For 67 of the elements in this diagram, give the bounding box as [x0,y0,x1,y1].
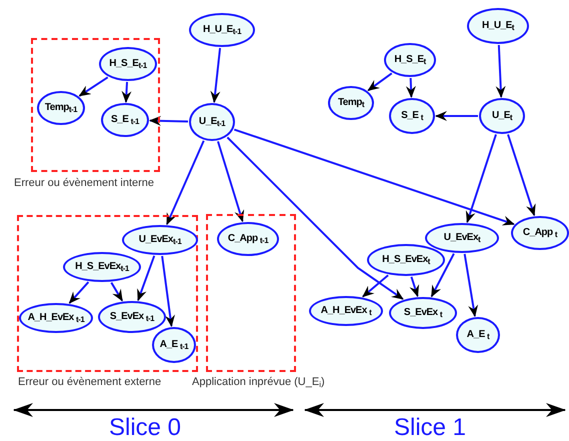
ellipse-node [98,301,166,333]
arrow [110,282,124,302]
arrow [122,82,132,103]
arrow [435,111,478,121]
node-label: H_U_E$_{t-1}$ [202,25,242,35]
arrow [362,274,389,298]
node-label: S_E $_{t}$ [401,111,423,121]
arrow [137,255,156,302]
ellipse-node [19,303,93,333]
group-caption: Erreur ou évènement interne [14,178,154,189]
ellipse-node [511,216,569,250]
node-label: H_S_E$_{t}$ [394,55,426,65]
slice-label: Slice 0 [108,416,182,440]
ellipse-node [152,327,196,363]
ellipse-node [456,317,500,353]
group-caption: Application inprévue (U_E$_{i}$) [192,377,325,388]
node-label: S_E $_{t-1}$ [111,115,139,125]
ellipse-node [389,297,457,329]
node-label: U_EvEx$_{t-1}$ [138,235,182,245]
node-label: U_E$_{t-1}$ [198,117,226,127]
node-label: U_E$_{t}$ [492,111,512,121]
arrow [78,76,108,97]
node-label: U_EvEx$_{t}$ [444,233,480,243]
group-caption: Erreur ou évènement externe [18,377,162,388]
ellipse-node [189,103,235,141]
arrow [507,134,536,216]
arrow [149,116,188,126]
arrow [161,256,175,328]
node-label: S_EvEx $_{t-1}$ [110,312,154,322]
arrow [410,276,420,298]
slice-label: Slice 1 [394,416,466,440]
arrow [430,253,455,298]
ellipse-node [99,47,157,81]
node-label: C_App $_{t}$ [522,228,558,238]
arrow [496,44,506,98]
node-label: H_S_EvEx$_{t-1}$ [75,262,129,272]
node-label: A_H_EvEx $_{t}$ [320,306,372,316]
node-label: A_E $_{t-1}$ [160,340,188,350]
arrow [234,128,515,226]
ellipse-node [37,91,85,125]
node-label: H_S_E$_{t-1}$ [109,59,147,69]
ellipse-node [328,86,374,120]
ellipse-node [425,223,499,253]
node-label: A_H_EvEx $_{t-1}$ [28,313,84,323]
ellipse-node [101,103,149,137]
ellipse-node [122,225,198,255]
arrow [166,140,205,226]
ellipse-node [384,43,436,77]
arrow [226,136,404,300]
node-label: H_S_EvEx$_{t}$ [382,255,430,265]
node-label: S_EvEx $_{t}$ [404,308,442,318]
ellipse-node [367,244,445,276]
arrow [406,78,416,98]
arrow [68,281,90,304]
node-label: A_E $_{t}$ [466,330,490,340]
ellipse-node [479,98,525,134]
arrow [210,48,222,104]
node-label: Temp$_{t-1}$ [44,103,78,113]
node-label: C_App $_{t-1}$ [228,234,268,244]
ellipse-node [63,252,141,282]
arrow [466,134,497,224]
node-label: Temp$_{t}$ [338,98,364,108]
ellipse-node [389,98,435,134]
node-label: H_U_E$_{t}$ [482,21,514,31]
arrow [464,254,478,318]
arrow [217,141,244,222]
arrow [367,72,392,92]
